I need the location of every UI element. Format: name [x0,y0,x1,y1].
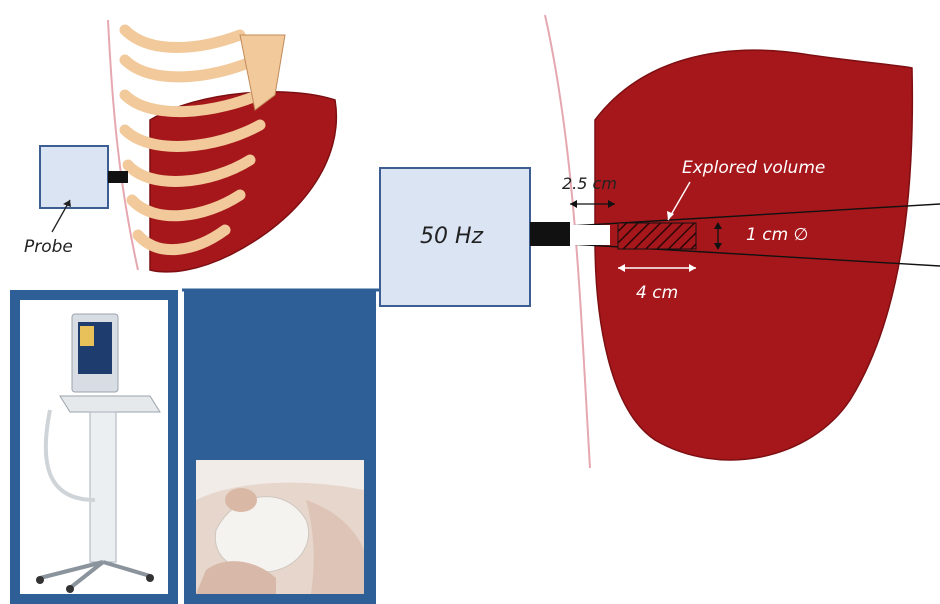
device-illustration [20,300,168,594]
device-cable [46,410,95,500]
device-column [90,412,116,562]
beam-channel [570,225,610,245]
device-leg-right [103,562,150,576]
length-label: 4 cm [636,283,678,303]
probe-photo-illustration [196,460,364,594]
probe-label: Probe [24,237,73,257]
explored-volume-label: Explored volume [682,158,825,178]
device-wheel-2 [146,574,154,582]
explored-volume-box [618,223,696,249]
device-wheel-1 [36,576,44,584]
depth-offset-label: 2.5 cm [562,174,617,193]
thumb [225,488,257,512]
big-probe-tip [530,222,570,246]
device-wheel-3 [66,585,74,593]
device-photo [20,300,168,594]
device-console [60,396,160,412]
device-screen-graph [80,326,94,346]
diameter-label: 1 cm ∅ [746,225,808,245]
probe-box [40,146,108,208]
probe-tip [108,171,128,183]
frequency-label: 50 Hz [420,224,483,249]
probe-photo [196,460,364,594]
